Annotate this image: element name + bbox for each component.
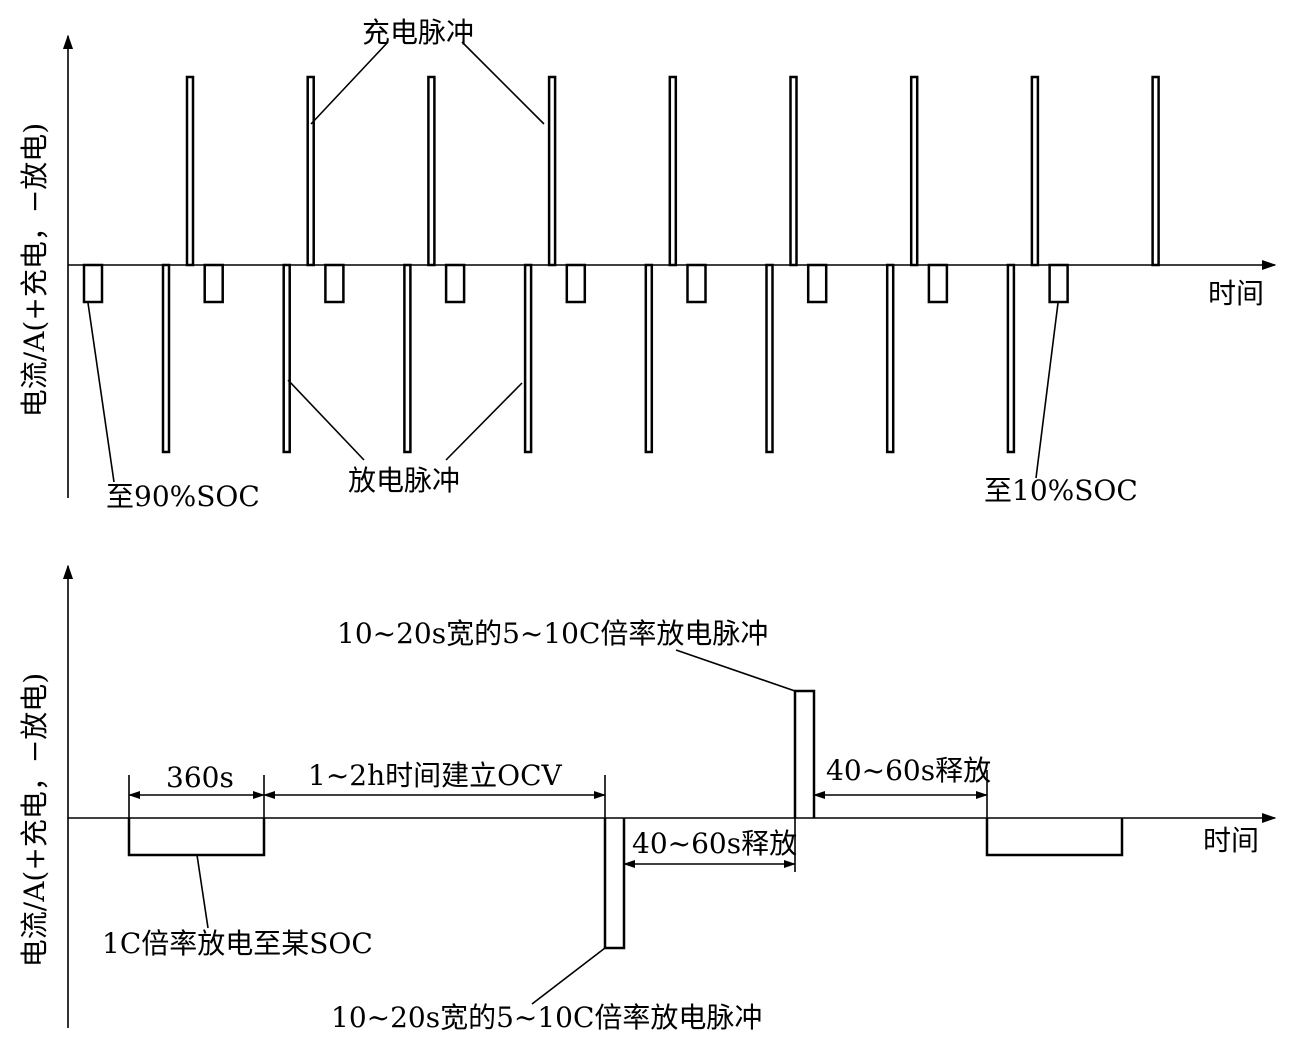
small-discharge-step	[927, 263, 949, 304]
small-discharge-step	[686, 263, 707, 304]
discharge-pulse-leader	[287, 379, 365, 461]
discharge-pulse	[282, 263, 291, 454]
1c-discharge-leader	[196, 854, 209, 929]
pulse-label-top: 10~20s宽的5~10C倍率放电脉冲	[337, 617, 768, 650]
to-10-soc-label: 至10%SOC	[984, 474, 1138, 507]
charge-pulse	[547, 75, 557, 267]
discharge-pulse-label: 放电脉冲	[348, 464, 460, 497]
pulse-bottom-leader	[531, 947, 606, 1005]
charge-pulse	[909, 75, 919, 267]
ocv-label: 1~2h时间建立OCV	[308, 759, 563, 792]
small-discharge-step	[444, 263, 466, 304]
small-discharge-step	[324, 263, 345, 304]
release-label-1: 40~60s释放	[632, 827, 797, 860]
1c-discharge-step	[985, 818, 1124, 857]
charge-pulse	[1151, 75, 1160, 267]
bottom-panel: 电流/A(+充电，−放电) 时间 360s 1~2h时间建立OCV 10~20s…	[18, 564, 1277, 1034]
small-discharge-step	[1048, 263, 1069, 304]
release-label-2: 40~60s释放	[826, 754, 991, 787]
discharge-pulse-leader	[445, 382, 523, 461]
charge-pulse-label: 充电脉冲	[362, 16, 474, 49]
bottom-x-axis-label: 时间	[1203, 824, 1259, 857]
charge-pulse	[793, 689, 816, 818]
charge-pulse	[427, 75, 436, 267]
charge-pulse-leader	[310, 41, 389, 125]
to-90-soc-label: 至90%SOC	[106, 480, 260, 513]
pulse-label-bottom: 10~20s宽的5~10C倍率放电脉冲	[331, 1001, 762, 1034]
to-10-leader	[1035, 302, 1059, 479]
top-waveform	[82, 75, 1160, 454]
discharge-pulse	[885, 263, 895, 454]
1c-discharge-label: 1C倍率放电至某SOC	[102, 927, 373, 960]
1c-discharge-step	[127, 818, 266, 857]
charge-pulse	[789, 75, 798, 267]
charge-pulse	[1030, 75, 1040, 267]
small-discharge-step	[806, 263, 828, 304]
charge-pulse-leader	[461, 41, 545, 125]
discharge-pulse	[161, 263, 171, 454]
discharge-pulse	[765, 263, 774, 454]
charge-pulse	[668, 75, 678, 267]
bottom-y-axis-label: 电流/A(+充电，−放电)	[18, 673, 51, 967]
discharge-pulse	[523, 263, 533, 454]
small-discharge-step	[203, 263, 224, 304]
discharge-pulse	[644, 263, 654, 454]
top-x-axis-label: 时间	[1208, 277, 1264, 310]
small-discharge-step	[82, 263, 104, 304]
discharge-pulse	[403, 263, 412, 454]
discharge-pulse	[1006, 263, 1016, 454]
charge-pulse	[306, 75, 315, 267]
top-panel: 电流/A(+充电，−放电) 时间 充电脉冲 放电脉冲 至90%SOC 至10%S…	[18, 16, 1277, 513]
discharge-pulse	[603, 818, 626, 950]
top-y-axis-label: 电流/A(+充电，−放电)	[18, 123, 51, 417]
dur-360s-label: 360s	[166, 761, 234, 794]
to-90-leader	[87, 302, 115, 483]
small-discharge-step	[565, 263, 587, 304]
charge-pulse	[185, 75, 195, 267]
pulse-top-leader	[675, 649, 796, 692]
